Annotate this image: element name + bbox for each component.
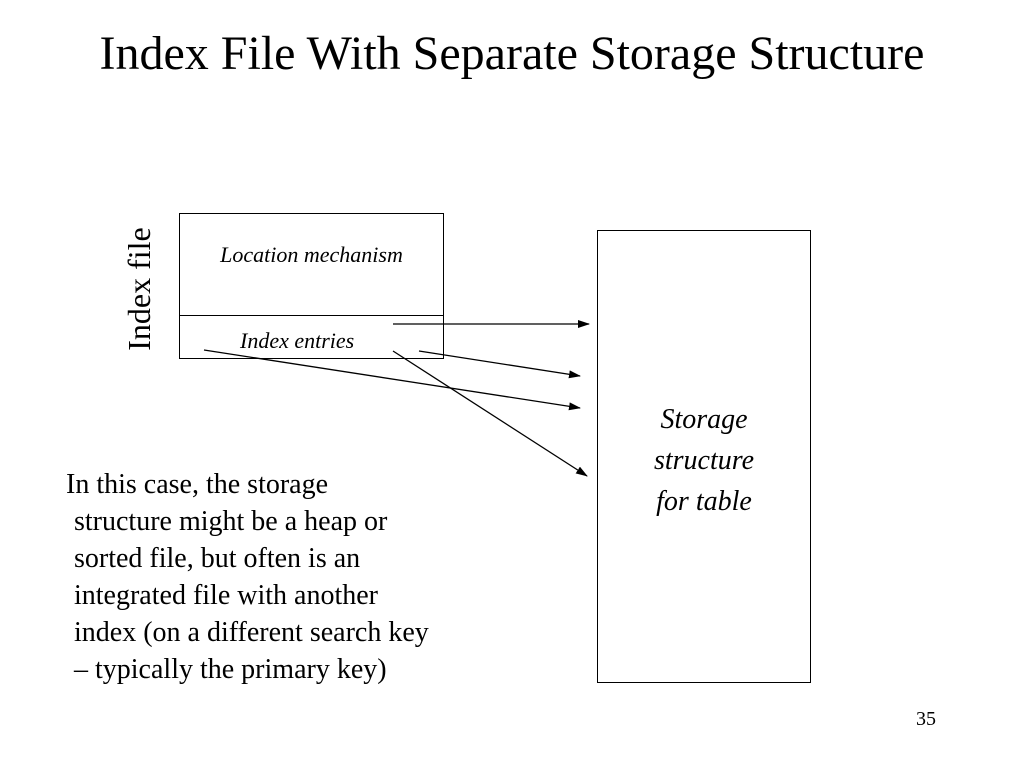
index-file-box: Location mechanism Index entries (179, 213, 444, 359)
explanation-line: – typically the primary key) (74, 654, 387, 685)
pointer-arrow (392, 350, 588, 477)
explanation-line: sorted file, but often is an (74, 543, 361, 574)
explanation-line: index (on a different search key (74, 617, 429, 648)
storage-structure-box: Storage structure for table (597, 230, 811, 683)
explanation-line: structure might be a heap or (74, 506, 388, 537)
index-file-label: Index file (121, 227, 157, 351)
page-number: 35 (916, 708, 936, 730)
location-mechanism-label: Location mechanism (220, 242, 403, 267)
storage-label-line: Storage (660, 404, 748, 435)
storage-label-line: structure (653, 445, 755, 476)
index-entries-label: Index entries (240, 328, 355, 353)
index-divider (180, 315, 443, 316)
explanation-line: integrated file with another (74, 580, 378, 611)
storage-structure-label: Storage structure for table (598, 399, 810, 522)
explanation-text: In this case, the storage structure migh… (58, 466, 528, 688)
storage-label-line: for table (656, 486, 752, 517)
explanation-line: In this case, the storage (66, 469, 329, 500)
slide-title: Index File With Separate Storage Structu… (99, 27, 925, 80)
